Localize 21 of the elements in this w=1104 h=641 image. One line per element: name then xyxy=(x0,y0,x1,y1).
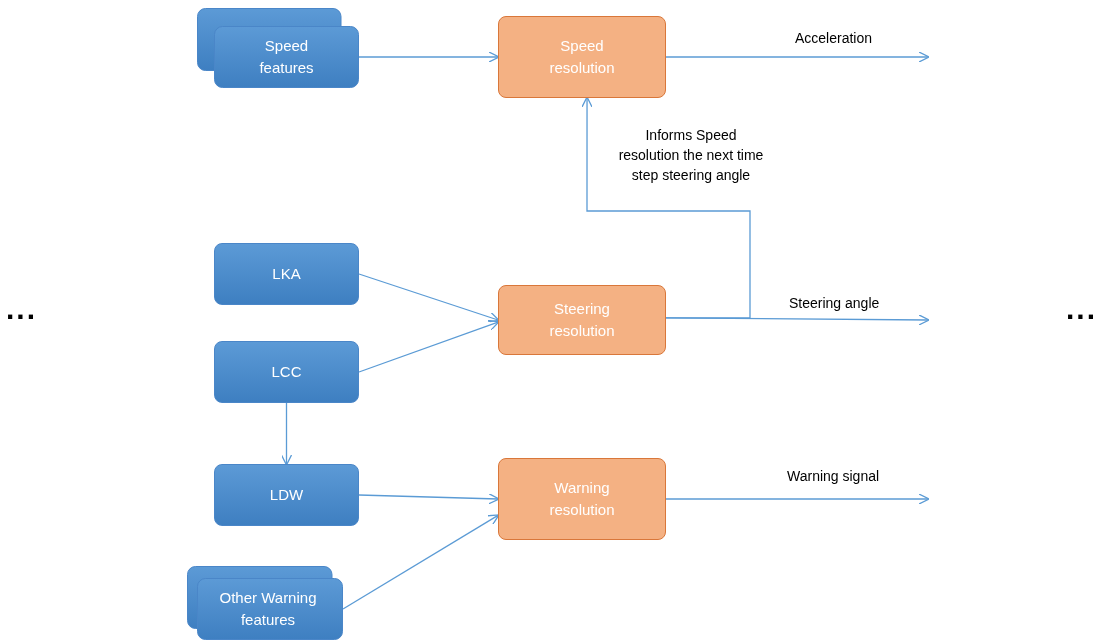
arrow xyxy=(665,51,930,63)
ellipsis: ... xyxy=(6,292,37,326)
resolution-box: Steering resolution xyxy=(498,285,666,355)
edge-label: Warning signal xyxy=(787,467,881,486)
arrow xyxy=(581,96,751,319)
arrow xyxy=(358,493,500,505)
edge-label: Steering angle xyxy=(789,294,881,313)
feature-box: LKA xyxy=(214,243,359,305)
edge-label: Acceleration xyxy=(795,29,874,48)
arrow xyxy=(358,273,500,323)
edge-label: Informs Speed resolution the next time step steering angle xyxy=(617,126,765,185)
ellipsis: ... xyxy=(1066,292,1097,326)
arrow xyxy=(665,493,930,505)
resolution-box: Speed resolution xyxy=(498,16,666,98)
resolution-box: Warning resolution xyxy=(498,458,666,540)
feature-box: LCC xyxy=(214,341,359,403)
arrow xyxy=(342,514,500,610)
arrow xyxy=(358,51,500,63)
arrow xyxy=(280,402,293,466)
feature-box: LDW xyxy=(214,464,359,526)
arrow xyxy=(358,319,500,373)
